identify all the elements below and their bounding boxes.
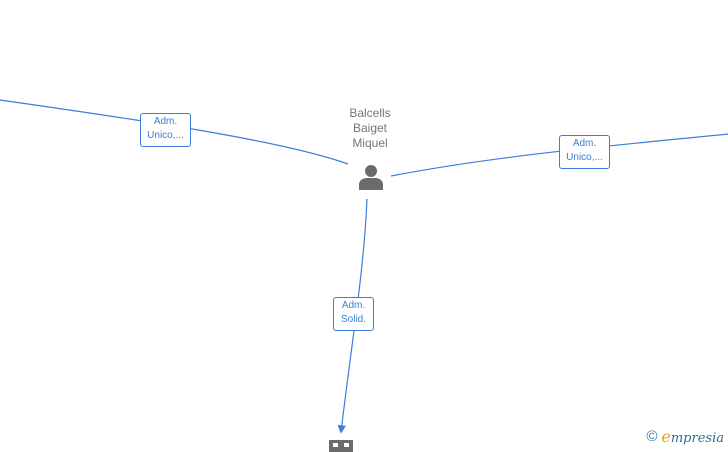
copyright-icon: © [646, 428, 658, 445]
edge-line-left [0, 99, 349, 165]
person-name[interactable]: Balcells Baiget Miquel [349, 106, 391, 150]
person-icon[interactable] [356, 162, 386, 192]
edge-label-left[interactable]: Adm. Unico,... [140, 113, 191, 147]
brand-name: mpresia [670, 431, 724, 446]
brand-logo: empresia [661, 427, 724, 446]
footer-brand: © empresia [646, 427, 724, 446]
edge-label-right[interactable]: Adm. Unico,... [559, 135, 610, 169]
edge-label-down[interactable]: Adm. Solid. [333, 297, 374, 331]
building-icon[interactable] [329, 440, 353, 452]
brand-initial: e [661, 427, 671, 446]
